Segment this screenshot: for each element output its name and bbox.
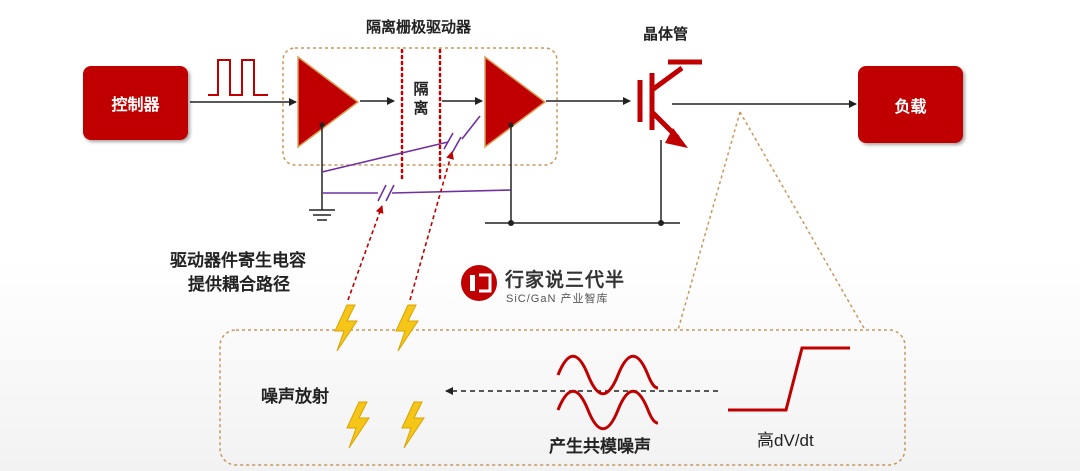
isolation-label-top: 隔 (413, 81, 429, 98)
brand-logo-icon (461, 265, 497, 301)
lightning-icon (346, 401, 370, 449)
noise-emission-label: 噪声放射 (261, 387, 329, 406)
isolation-label-bottom: 离 (413, 100, 429, 117)
noise-arrow-1 (347, 205, 384, 301)
zoom-line-left (677, 111, 741, 331)
transistor-icon (637, 59, 702, 148)
lightning-icon (401, 401, 425, 449)
zoom-line-right (739, 111, 866, 331)
load-block: 负载 (858, 66, 963, 143)
noise-arrow-2 (409, 151, 454, 301)
pwm-pulse-icon (208, 59, 268, 96)
gate-driver-title: 隔离栅极驱动器 (366, 19, 472, 36)
parasitic-coupling-paths (321, 115, 512, 202)
gate-driver-border (282, 47, 558, 166)
noise-panel-border (219, 329, 906, 466)
parasitic-caption-line2: 提供耦合路径 (188, 275, 290, 294)
step-edge-icon (728, 346, 850, 412)
driver-output-triangle (484, 55, 547, 149)
parasitic-caption-line1: 驱动器件寄生电容 (170, 251, 306, 270)
sine-wave-icon (556, 354, 659, 396)
common-mode-noise-label: 产生共模噪声 (549, 437, 651, 456)
lightning-icon (395, 304, 419, 352)
lightning-icon (334, 304, 358, 352)
sine-wave-icon (556, 389, 659, 431)
high-dvdt-label: 高dV/dt (757, 431, 814, 450)
driver-input-triangle (297, 55, 360, 149)
brand-name: 行家说三代半 (505, 270, 626, 291)
transistor-title: 晶体管 (643, 26, 689, 43)
controller-block: 控制器 (83, 66, 188, 140)
ground-icon (309, 209, 335, 221)
brand-subtitle: SiC/GaN 产业智库 (506, 293, 609, 305)
